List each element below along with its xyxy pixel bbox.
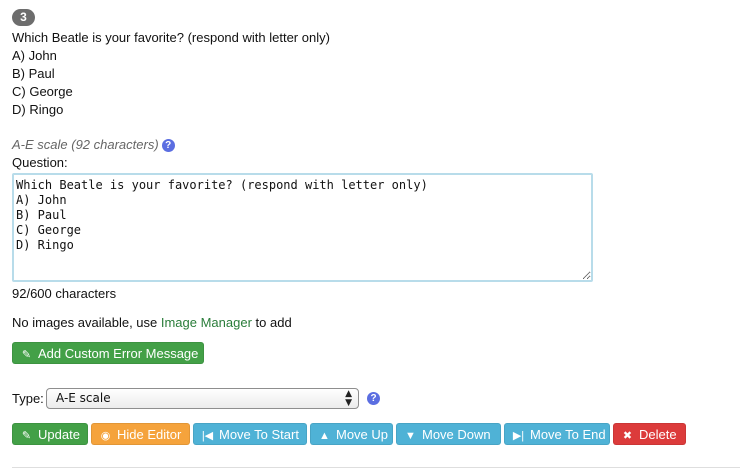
add-custom-error-message-label: Add Custom Error Message (38, 346, 199, 361)
pencil-icon: ✎ (21, 430, 32, 442)
question-textarea[interactable]: Which Beatle is your favorite? (respond … (12, 173, 593, 282)
move-up-button[interactable]: ▲ Move Up (310, 423, 393, 445)
move-down-button[interactable]: ▼ Move Down (396, 423, 501, 445)
preview-option-c: C) George (12, 84, 73, 99)
move-up-label: Move Up (336, 427, 389, 442)
scale-label: A-E scale (92 characters)? (12, 136, 175, 154)
scale-label-text: A-E scale (92 characters) (12, 137, 159, 152)
move-down-label: Move Down (422, 427, 491, 442)
update-button[interactable]: ✎ Update (12, 423, 88, 445)
close-icon: ✖ (622, 430, 633, 442)
move-to-start-label: Move To Start (219, 427, 299, 442)
images-notice-suffix: to add (251, 315, 292, 330)
skip-start-icon: |◀ (201, 430, 214, 442)
move-to-start-button[interactable]: |◀ Move To Start (193, 423, 307, 445)
delete-button[interactable]: ✖ Delete (613, 423, 686, 445)
images-notice-prefix: No images available, use (12, 315, 161, 330)
hide-editor-label: Hide Editor (117, 427, 182, 442)
preview-option-b: B) Paul (12, 66, 55, 81)
add-custom-error-message-button[interactable]: ✎ Add Custom Error Message (12, 342, 204, 364)
type-help-icon[interactable]: ? (367, 392, 380, 405)
update-label: Update (38, 427, 80, 442)
eye-slash-icon: ◉ (100, 430, 111, 442)
preview-question-text: Which Beatle is your favorite? (respond … (12, 30, 330, 45)
move-to-end-button[interactable]: ▶| Move To End (504, 423, 610, 445)
hide-editor-button[interactable]: ◉ Hide Editor (91, 423, 190, 445)
select-arrows-icon: ▲▼ (345, 389, 352, 408)
skip-end-icon: ▶| (512, 430, 525, 442)
question-label: Question: (12, 155, 68, 170)
caret-up-icon: ▲ (319, 430, 330, 442)
character-counter: 92/600 characters (12, 286, 117, 301)
image-manager-link[interactable]: Image Manager (160, 315, 252, 330)
pencil-icon: ✎ (21, 349, 32, 361)
move-to-end-label: Move To End (530, 427, 606, 442)
preview-option-a: A) John (12, 48, 57, 63)
type-label: Type: (12, 391, 44, 406)
help-icon[interactable]: ? (161, 139, 175, 152)
preview-option-d: D) Ringo (12, 102, 64, 117)
images-notice: No images available, use Image Manager t… (12, 314, 292, 332)
type-select[interactable]: A-E scale ▲▼ (46, 388, 359, 409)
divider (12, 467, 740, 468)
delete-label: Delete (639, 427, 677, 442)
question-number-badge: 3 (12, 9, 35, 26)
caret-down-icon: ▼ (405, 430, 416, 442)
type-select-value: A-E scale (56, 391, 111, 405)
